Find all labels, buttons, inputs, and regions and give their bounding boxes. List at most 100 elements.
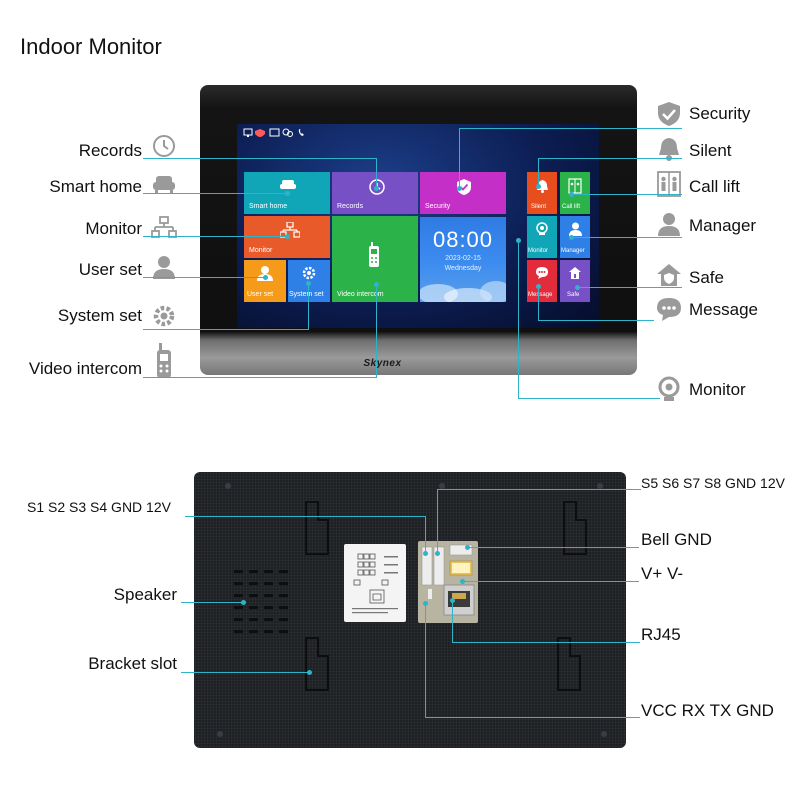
connector-ports: [421, 544, 475, 616]
connector-dot: [569, 192, 574, 197]
connector-dot: [285, 234, 290, 239]
label-monitor-right: Monitor: [689, 380, 746, 399]
connector-line: [518, 398, 660, 399]
connector-line: [181, 602, 243, 603]
connector-dot: [423, 601, 428, 606]
tile-label: Smart home: [249, 203, 288, 210]
tile-label: Monitor: [528, 248, 549, 254]
tile-message[interactable]: Message: [527, 260, 557, 302]
connector-dot: [457, 186, 462, 191]
label-vcc-rx-tx-gnd: VCC RX TX GND: [641, 701, 774, 720]
tile-label: User set: [247, 291, 274, 298]
clock-widget: 08:00 2023-02-15 Wednesday: [420, 217, 506, 302]
connector-dot: [569, 235, 574, 240]
tile-records[interactable]: Records: [332, 172, 418, 214]
manager-icon: [569, 222, 582, 236]
tile-label: Silent: [531, 204, 547, 210]
manager-icon: [658, 213, 680, 236]
tile-video-intercom[interactable]: Video intercom: [332, 216, 418, 302]
connector-line: [571, 194, 682, 195]
connector-dot: [575, 285, 580, 290]
connector-line: [143, 277, 265, 278]
shield-check-icon: [658, 102, 680, 126]
sofa-icon: [280, 180, 296, 189]
back-details: [217, 483, 607, 737]
label-message: Message: [689, 300, 758, 319]
connector-line: [462, 581, 639, 582]
connector-line: [376, 284, 377, 378]
connector-line: [437, 489, 438, 553]
tile-label: Call lift: [562, 204, 581, 210]
gear-icon: [153, 305, 175, 327]
label-system-set: System set: [57, 306, 142, 325]
tile-system-set[interactable]: System set: [288, 260, 330, 302]
label-s-left: S1 S2 S3 S4 GND 12V: [27, 499, 171, 515]
tile-label: Safe: [567, 292, 580, 298]
connector-line: [425, 516, 426, 553]
connector-line: [143, 236, 287, 237]
sofa-icon: [153, 176, 175, 193]
connector-line: [459, 128, 460, 188]
tile-silent[interactable]: Silent: [527, 172, 557, 214]
connector-dot: [435, 551, 440, 556]
connector-line: [308, 283, 309, 329]
tile-safe[interactable]: Safe: [560, 260, 590, 302]
tile-security[interactable]: Security: [420, 172, 506, 214]
label-bell-gnd: Bell GND: [641, 530, 712, 549]
connector-line: [185, 516, 426, 517]
connector-dot: [460, 579, 465, 584]
label-s-right: S5 S6 S7 S8 GND 12V: [641, 475, 785, 491]
connector-dot: [516, 238, 521, 243]
tile-user-set[interactable]: User set: [244, 260, 286, 302]
connector-dot: [536, 184, 541, 189]
history-clock-icon: [153, 135, 175, 157]
camera-icon: [658, 376, 680, 401]
home-shield-icon: [657, 264, 681, 286]
status-bar-icons: [243, 128, 304, 137]
label-rj45: RJ45: [641, 625, 681, 644]
label-monitor-left: Monitor: [85, 219, 142, 238]
gear-icon: [302, 266, 316, 280]
label-manager: Manager: [689, 216, 757, 235]
connector-line: [143, 158, 376, 159]
connector-line: [538, 158, 539, 186]
connector-line: [143, 329, 309, 330]
clock-time: 08:00: [432, 227, 494, 252]
label-call-lift: Call lift: [689, 177, 741, 196]
page-title: Indoor Monitor: [20, 34, 162, 59]
wiring-diagram-sticker: [344, 544, 406, 622]
tile-call-lift[interactable]: Call lift: [560, 172, 590, 214]
connector-dot: [465, 545, 470, 550]
intercom-phone-icon: [157, 343, 171, 378]
network-icon: [151, 216, 177, 238]
chat-bubble-icon: [657, 298, 681, 321]
label-bracket-slot: Bracket slot: [88, 654, 177, 673]
label-records: Records: [78, 141, 142, 160]
label-video-intercom: Video intercom: [28, 359, 142, 378]
monitor-screen: Smart home Records Security Monitor: [237, 124, 599, 328]
tile-label: Manager: [561, 248, 585, 254]
tile-label: Monitor: [249, 247, 273, 254]
tile-label: Message: [528, 292, 553, 298]
connector-line: [577, 287, 682, 288]
connector-dot: [306, 281, 311, 286]
intercom-phone-icon: [369, 242, 379, 267]
home-shield-icon: [569, 267, 581, 279]
connector-panel: [418, 541, 478, 623]
brand-logo: Skynex: [363, 358, 402, 369]
connector-dot: [450, 598, 455, 603]
connector-line: [538, 158, 682, 159]
label-smart-home: Smart home: [49, 177, 142, 196]
connector-dot: [423, 551, 428, 556]
tile-label: Video intercom: [337, 291, 384, 298]
connector-line: [437, 489, 641, 490]
connector-line: [143, 193, 287, 194]
connector-line: [538, 320, 654, 321]
tile-label: Security: [425, 203, 451, 210]
tile-monitor-camera[interactable]: Monitor: [527, 216, 557, 258]
label-security: Security: [689, 104, 751, 123]
label-user-set: User set: [78, 260, 142, 279]
label-safe: Safe: [689, 268, 724, 287]
connector-dot: [536, 284, 541, 289]
label-power: V+ V-: [641, 564, 684, 583]
